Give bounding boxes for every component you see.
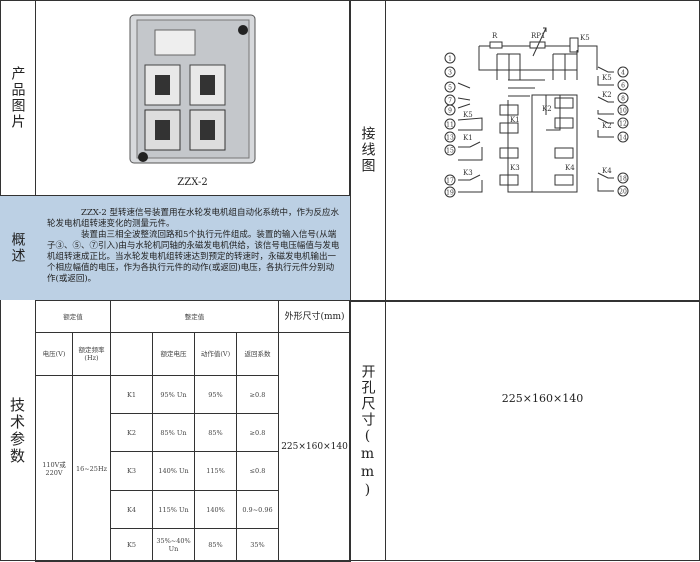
product-photo: [125, 10, 260, 170]
label-k2: K2: [542, 105, 552, 113]
contact-label: K5: [463, 111, 473, 119]
terminal-number: 14: [619, 135, 627, 142]
label-k4: K4: [565, 164, 575, 172]
terminal-18: [617, 172, 629, 184]
header-blank: [110, 332, 153, 376]
row-rated: 115% Un: [152, 490, 195, 529]
product-label: 产品图片: [9, 65, 26, 130]
terminal-number: 1: [448, 56, 452, 63]
tech-label: 技术参数: [8, 396, 26, 465]
border: [350, 300, 700, 302]
label-r: R: [492, 32, 498, 40]
label-rp1: RP1: [531, 32, 545, 40]
terminal-6: [617, 79, 629, 91]
terminal-14: [617, 131, 629, 143]
terminal-19: [444, 186, 456, 198]
terminal-8: [617, 92, 629, 104]
header-frequency: 额定频率(Hz): [72, 332, 111, 376]
terminal-12: [617, 117, 629, 129]
header-rated-voltage: 额定电压: [152, 332, 195, 376]
label-k3: K3: [510, 164, 520, 172]
row-action: 140%: [194, 490, 237, 529]
terminal-number: 11: [446, 122, 454, 129]
label-k1: K1: [510, 116, 520, 124]
border: [349, 0, 351, 561]
terminal-number: 19: [446, 190, 454, 197]
terminal-10: [617, 104, 629, 116]
contact-label: K1: [463, 134, 473, 142]
header-return: 返回系数: [236, 332, 279, 376]
row-action: 85%: [194, 528, 237, 562]
overview-label: 概述: [9, 232, 26, 264]
overview-label-cell: 概述: [0, 196, 35, 300]
row-name: K1: [110, 375, 153, 414]
row-action: 95%: [194, 375, 237, 414]
terminal-number: 12: [619, 121, 627, 128]
contact-label: K2: [602, 122, 612, 130]
terminal-number: 13: [446, 135, 454, 142]
row-return: ≤0.8: [236, 451, 279, 491]
cutout-value: 225×160×140: [501, 392, 584, 405]
size-value: 225×160×140: [278, 332, 351, 562]
terminal-number: 5: [448, 85, 452, 92]
row-name: K4: [110, 490, 153, 529]
terminal-15: [444, 144, 456, 156]
row-return: ≥0.8: [236, 375, 279, 414]
terminal-5: [444, 81, 456, 93]
cutout-label: 开孔尺寸(mm): [359, 363, 376, 500]
row-return: 35%: [236, 528, 279, 562]
contact-label: K3: [463, 169, 473, 177]
terminal-number: 9: [448, 108, 452, 115]
row-action: 85%: [194, 413, 237, 452]
terminal-20: [617, 185, 629, 197]
terminal-13: [444, 131, 456, 143]
row-rated: 85% Un: [152, 413, 195, 452]
row-rated: 35%~40% Un: [152, 528, 195, 562]
model-caption: ZZX-2: [177, 177, 208, 188]
header-voltage: 电压(V): [35, 332, 73, 376]
terminal-17: [444, 174, 456, 186]
terminal-number: 20: [619, 189, 627, 196]
contact-label: K2: [602, 91, 612, 99]
row-name: K2: [110, 413, 153, 452]
rated-frequency-value: 16~25Hz: [72, 375, 111, 562]
header-action: 动作值(V): [194, 332, 237, 376]
header-size: 外形尺寸(mm): [278, 300, 351, 333]
header-setting: 整定值: [110, 300, 279, 333]
terminal-number: 3: [448, 70, 452, 77]
label-k5: K5: [580, 34, 590, 42]
row-return: ≥0.8: [236, 413, 279, 452]
terminal-3: [444, 66, 456, 78]
row-name: K5: [110, 528, 153, 562]
row-rated: 95% Un: [152, 375, 195, 414]
border: [385, 0, 386, 561]
row-return: 0.9~0.96: [236, 490, 279, 529]
terminal-number: 15: [446, 148, 454, 155]
terminal-number: 17: [446, 178, 454, 185]
row-action: 115%: [194, 451, 237, 491]
terminal-4: [617, 66, 629, 78]
terminal-number: 10: [619, 108, 627, 115]
rated-voltage-value: 110V或220V: [35, 375, 73, 562]
terminal-1: [444, 52, 456, 64]
wiring-label: 接线图: [359, 126, 376, 174]
contact-label: K4: [602, 167, 612, 175]
terminal-9: [444, 104, 456, 116]
row-name: K3: [110, 451, 153, 491]
tech-table: 额定值 整定值 外形尺寸(mm) 电压(V) 额定频率(Hz) 额定电压 动作值…: [35, 300, 351, 562]
terminal-number: 6: [621, 83, 625, 90]
overview-text: ZZX-2 型转速信号装置用在水轮发电机组自动化系统中，作为反应水轮发电机组转速…: [35, 196, 350, 300]
row-rated: 140% Un: [152, 451, 195, 491]
terminal-number: 4: [621, 70, 625, 77]
terminal-number: 7: [448, 98, 452, 105]
terminal-number: 18: [619, 176, 627, 183]
header-rated: 额定值: [35, 300, 111, 333]
terminal-11: [444, 118, 456, 130]
overview-paragraph: 装置由三相全波整流回路和5个执行元件组成。装置的输入信号(从端子③、⑤、⑦引入)…: [47, 230, 340, 284]
terminal-number: 8: [621, 96, 625, 103]
overview-paragraph: ZZX-2 型转速信号装置用在水轮发电机组自动化系统中，作为反应水轮发电机组转速…: [47, 208, 340, 229]
contact-label: K5: [602, 74, 612, 82]
